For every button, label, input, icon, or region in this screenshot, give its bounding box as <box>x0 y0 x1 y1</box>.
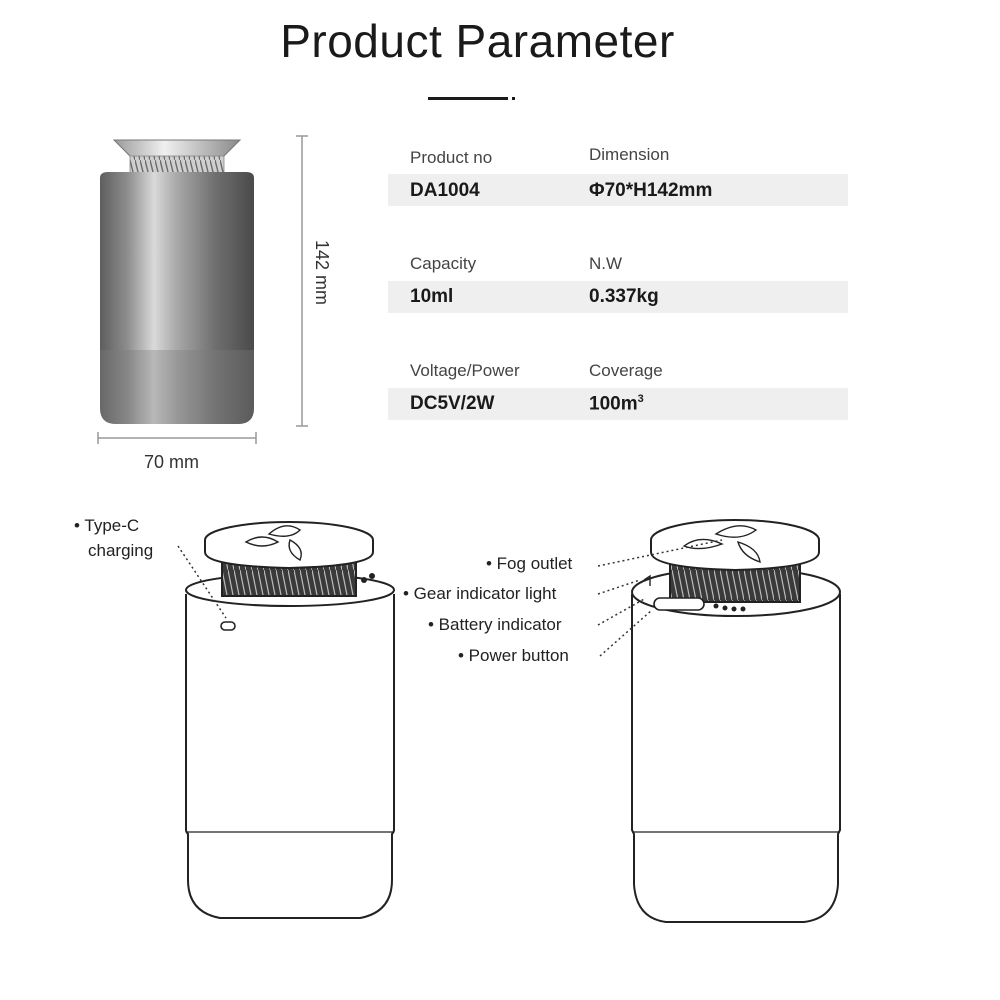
spec-label-product-no: Product no <box>410 148 493 167</box>
height-dimension-label: 142 mm <box>312 240 332 306</box>
spec-value-net-weight: 0.337kg <box>589 286 659 307</box>
spec-value-coverage-number: 100m <box>589 393 638 415</box>
title-underline-dot <box>512 97 515 100</box>
callout-power-button: • Power button <box>458 646 569 665</box>
width-dimension-line <box>97 432 257 444</box>
spec-value-coverage: 100m3 <box>589 393 644 415</box>
spec-label-dimension: Dimension <box>589 145 670 164</box>
spec-label-coverage: Coverage <box>589 361 663 380</box>
callout-type-c-line1: • Type-C <box>74 516 140 535</box>
device-drawing-left <box>185 521 395 919</box>
spec-band-3 <box>388 388 848 420</box>
spec-label-voltage-power: Voltage/Power <box>410 361 520 380</box>
spec-value-capacity: 10ml <box>410 286 454 307</box>
spec-band-2 <box>388 281 848 313</box>
spec-value-dimension: Φ70*H142mm <box>589 180 713 201</box>
device-drawing-right <box>631 519 841 923</box>
callout-fog-outlet: • Fog outlet <box>486 554 573 573</box>
spec-value-voltage-power: DC5V/2W <box>410 393 495 414</box>
spec-band-1 <box>388 174 848 206</box>
page-title: Product Parameter <box>280 15 675 67</box>
callout-gear-indicator: • Gear indicator light <box>403 584 557 603</box>
callout-leaders <box>597 539 723 657</box>
callout-type-c-line2: charging <box>88 541 154 560</box>
callout-battery-indicator: • Battery indicator <box>428 615 562 634</box>
spec-value-product-no: DA1004 <box>410 180 480 201</box>
title-underline <box>428 97 508 100</box>
width-dimension-label: 70 mm <box>144 452 200 472</box>
spec-label-capacity: Capacity <box>410 254 477 273</box>
metal-product-image <box>100 139 254 424</box>
height-dimension-line <box>296 135 308 427</box>
spec-label-net-weight: N.W <box>589 254 623 273</box>
spec-value-coverage-exponent: 3 <box>637 393 644 405</box>
